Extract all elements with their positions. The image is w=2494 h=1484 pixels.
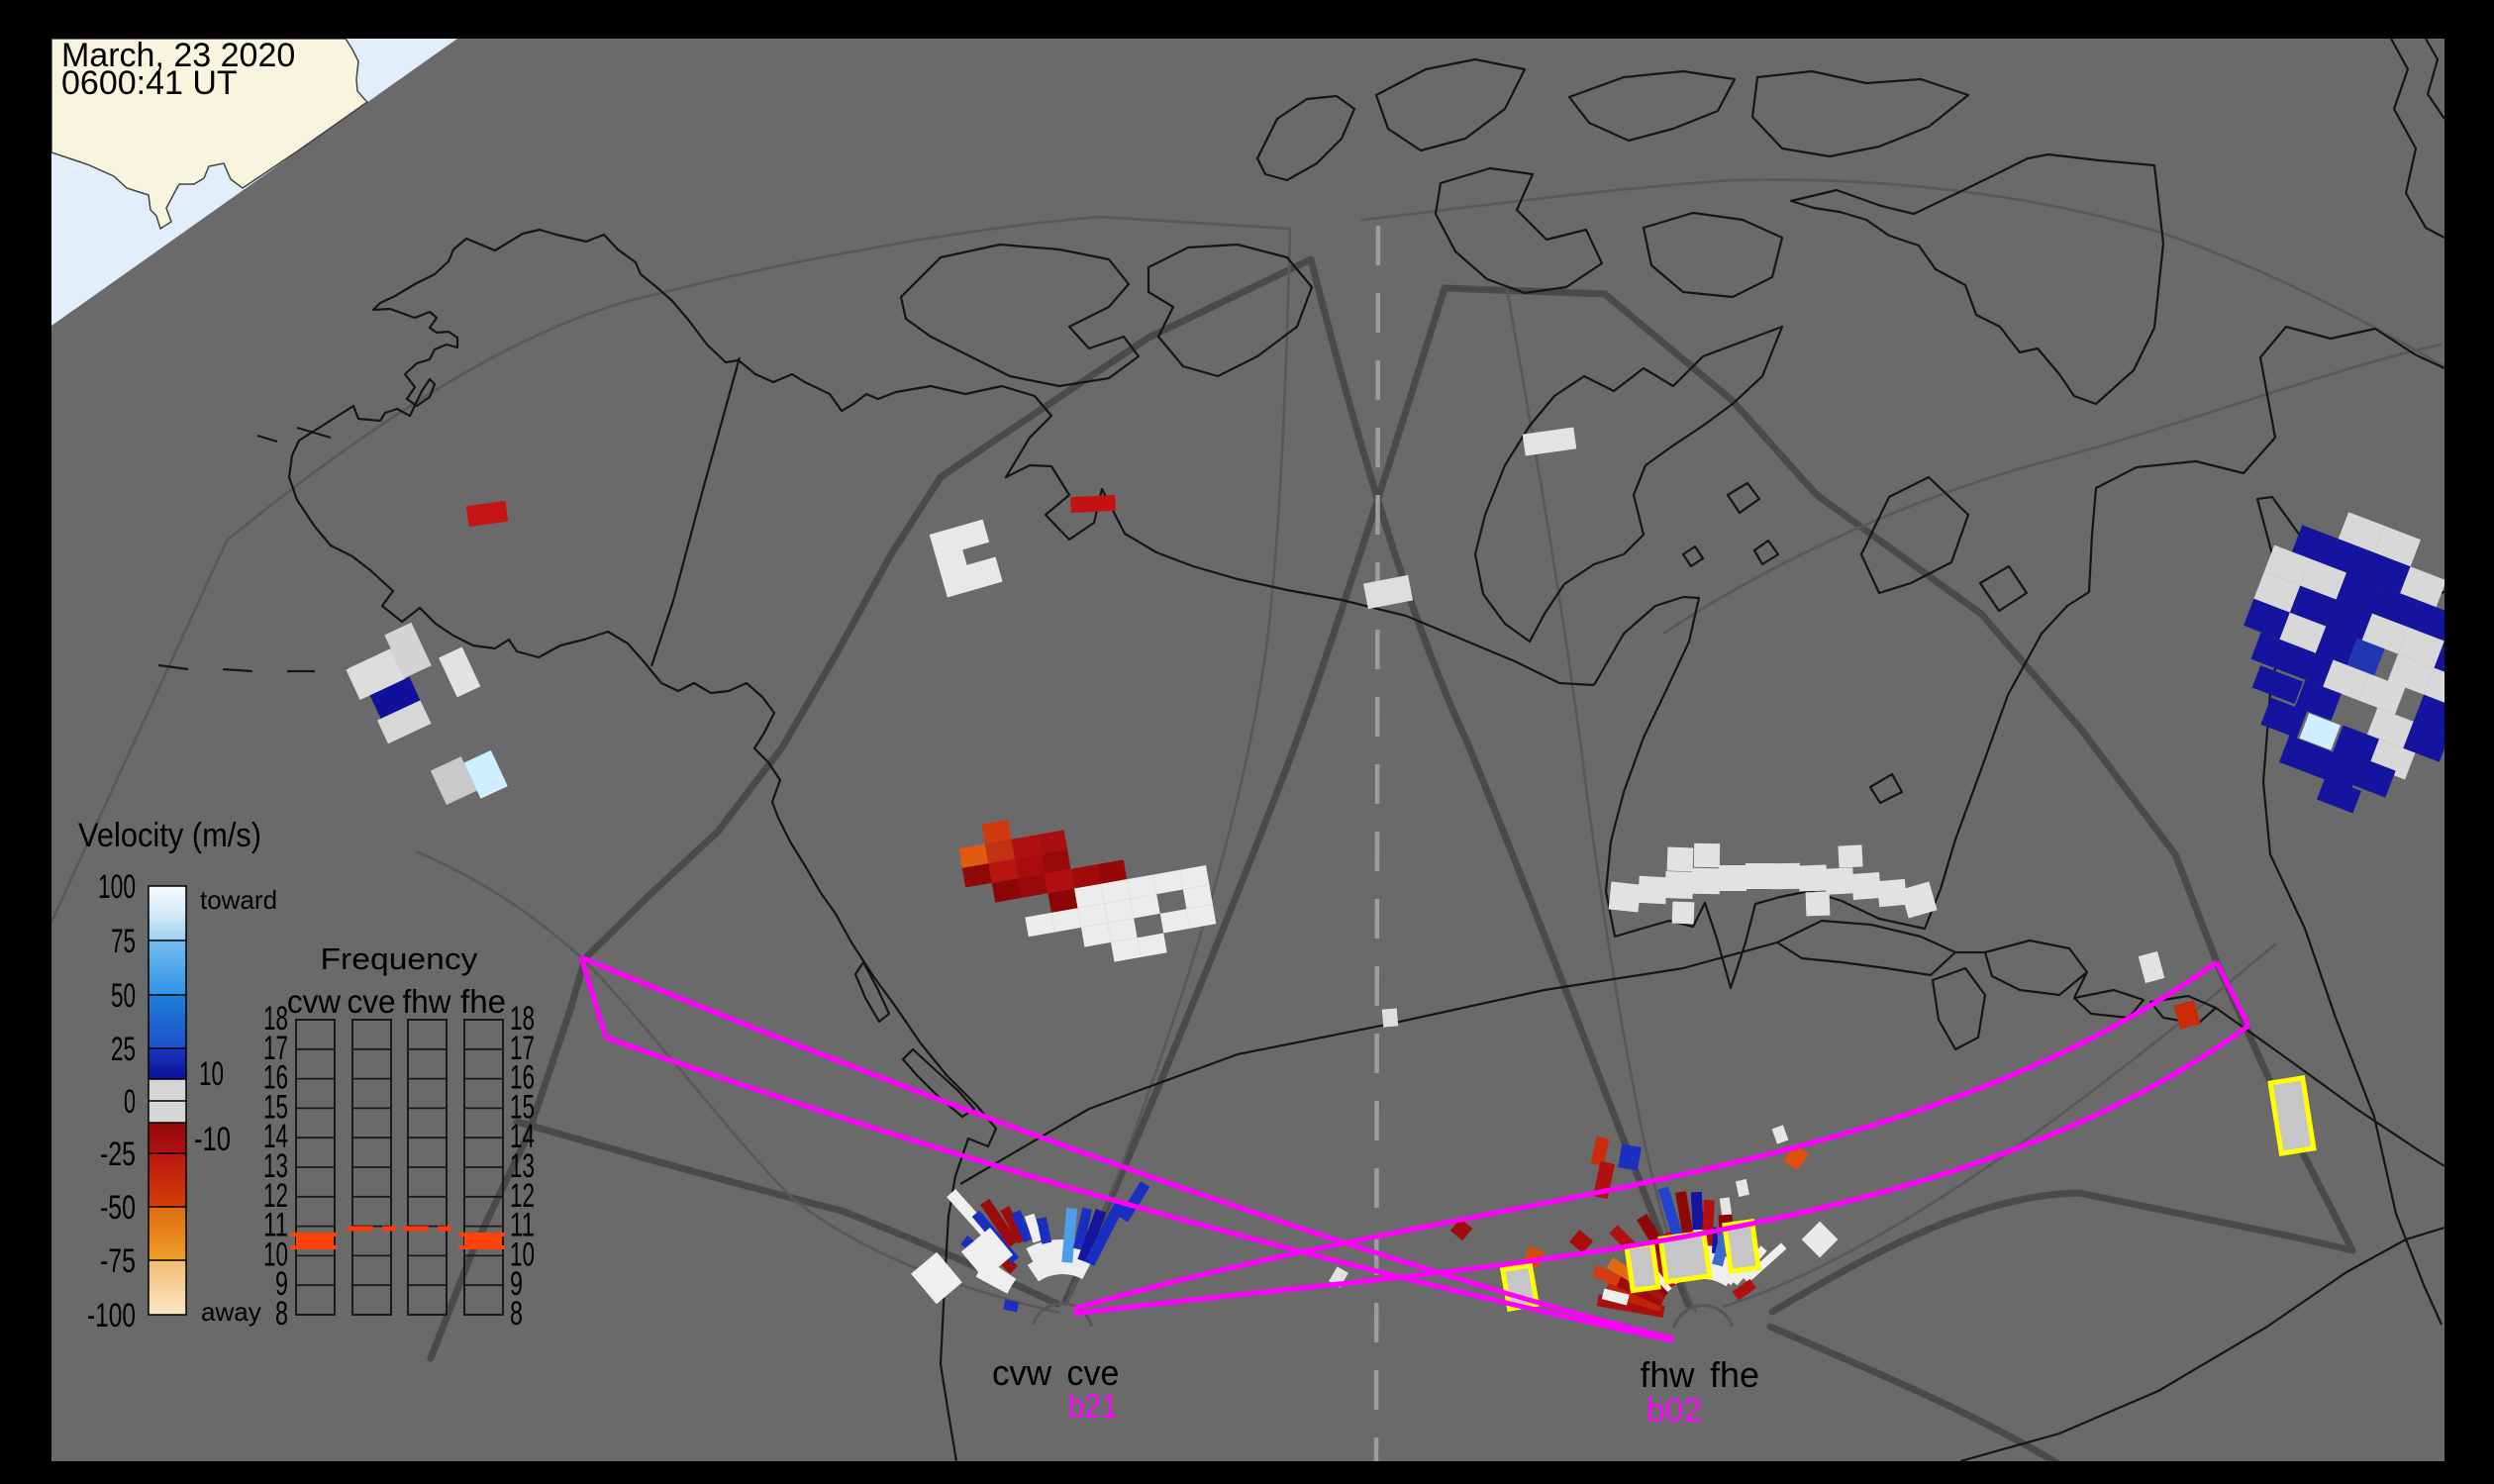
svg-text:away: away bbox=[201, 1297, 261, 1327]
svg-text:fhw: fhw bbox=[403, 983, 451, 1020]
svg-text:-100: -100 bbox=[87, 1297, 136, 1335]
svg-text:toward: toward bbox=[200, 885, 277, 915]
svg-text:b21: b21 bbox=[1068, 1388, 1118, 1426]
svg-text:12: 12 bbox=[263, 1177, 288, 1215]
svg-text:Velocity (m/s): Velocity (m/s) bbox=[78, 817, 261, 854]
svg-text:17: 17 bbox=[263, 1030, 288, 1067]
svg-text:cve: cve bbox=[348, 983, 396, 1020]
svg-text:8: 8 bbox=[275, 1295, 288, 1333]
svg-text:16: 16 bbox=[263, 1059, 288, 1097]
svg-text:9: 9 bbox=[275, 1265, 288, 1303]
svg-text:b02: b02 bbox=[1646, 1392, 1702, 1430]
svg-text:18: 18 bbox=[263, 1000, 288, 1038]
svg-text:17: 17 bbox=[510, 1030, 535, 1067]
svg-text:fhw: fhw bbox=[1641, 1354, 1696, 1395]
svg-text:15: 15 bbox=[510, 1088, 535, 1126]
svg-text:0: 0 bbox=[124, 1083, 136, 1121]
svg-text:11: 11 bbox=[263, 1207, 288, 1244]
svg-text:-75: -75 bbox=[100, 1242, 136, 1280]
svg-text:25: 25 bbox=[111, 1031, 136, 1068]
svg-text:cvw: cvw bbox=[992, 1352, 1052, 1393]
svg-text:13: 13 bbox=[263, 1147, 288, 1185]
svg-text:0600:41 UT: 0600:41 UT bbox=[61, 64, 238, 102]
svg-text:14: 14 bbox=[263, 1118, 288, 1155]
svg-text:14: 14 bbox=[510, 1118, 535, 1155]
svg-text:9: 9 bbox=[510, 1265, 523, 1303]
svg-text:100: 100 bbox=[98, 868, 136, 906]
svg-text:10: 10 bbox=[263, 1236, 288, 1273]
svg-text:-10: -10 bbox=[194, 1121, 231, 1158]
svg-text:13: 13 bbox=[510, 1147, 535, 1185]
svg-text:16: 16 bbox=[510, 1059, 535, 1097]
svg-text:fhe: fhe bbox=[460, 983, 506, 1020]
svg-text:-25: -25 bbox=[100, 1136, 136, 1173]
svg-text:15: 15 bbox=[263, 1088, 288, 1126]
svg-text:fhe: fhe bbox=[1710, 1354, 1759, 1395]
svg-text:cve: cve bbox=[1067, 1352, 1120, 1393]
svg-text:8: 8 bbox=[510, 1295, 523, 1333]
svg-text:18: 18 bbox=[510, 1000, 535, 1038]
svg-text:75: 75 bbox=[111, 923, 136, 960]
svg-text:cvw: cvw bbox=[287, 983, 341, 1020]
svg-text:March, 23 2020: March, 23 2020 bbox=[61, 37, 295, 74]
svg-text:11: 11 bbox=[510, 1207, 535, 1244]
svg-text:12: 12 bbox=[510, 1177, 535, 1215]
svg-text:10: 10 bbox=[510, 1236, 535, 1273]
svg-text:50: 50 bbox=[111, 977, 136, 1015]
svg-text:Frequency: Frequency bbox=[321, 941, 479, 976]
svg-text:10: 10 bbox=[199, 1055, 224, 1093]
svg-text:-50: -50 bbox=[100, 1189, 136, 1227]
